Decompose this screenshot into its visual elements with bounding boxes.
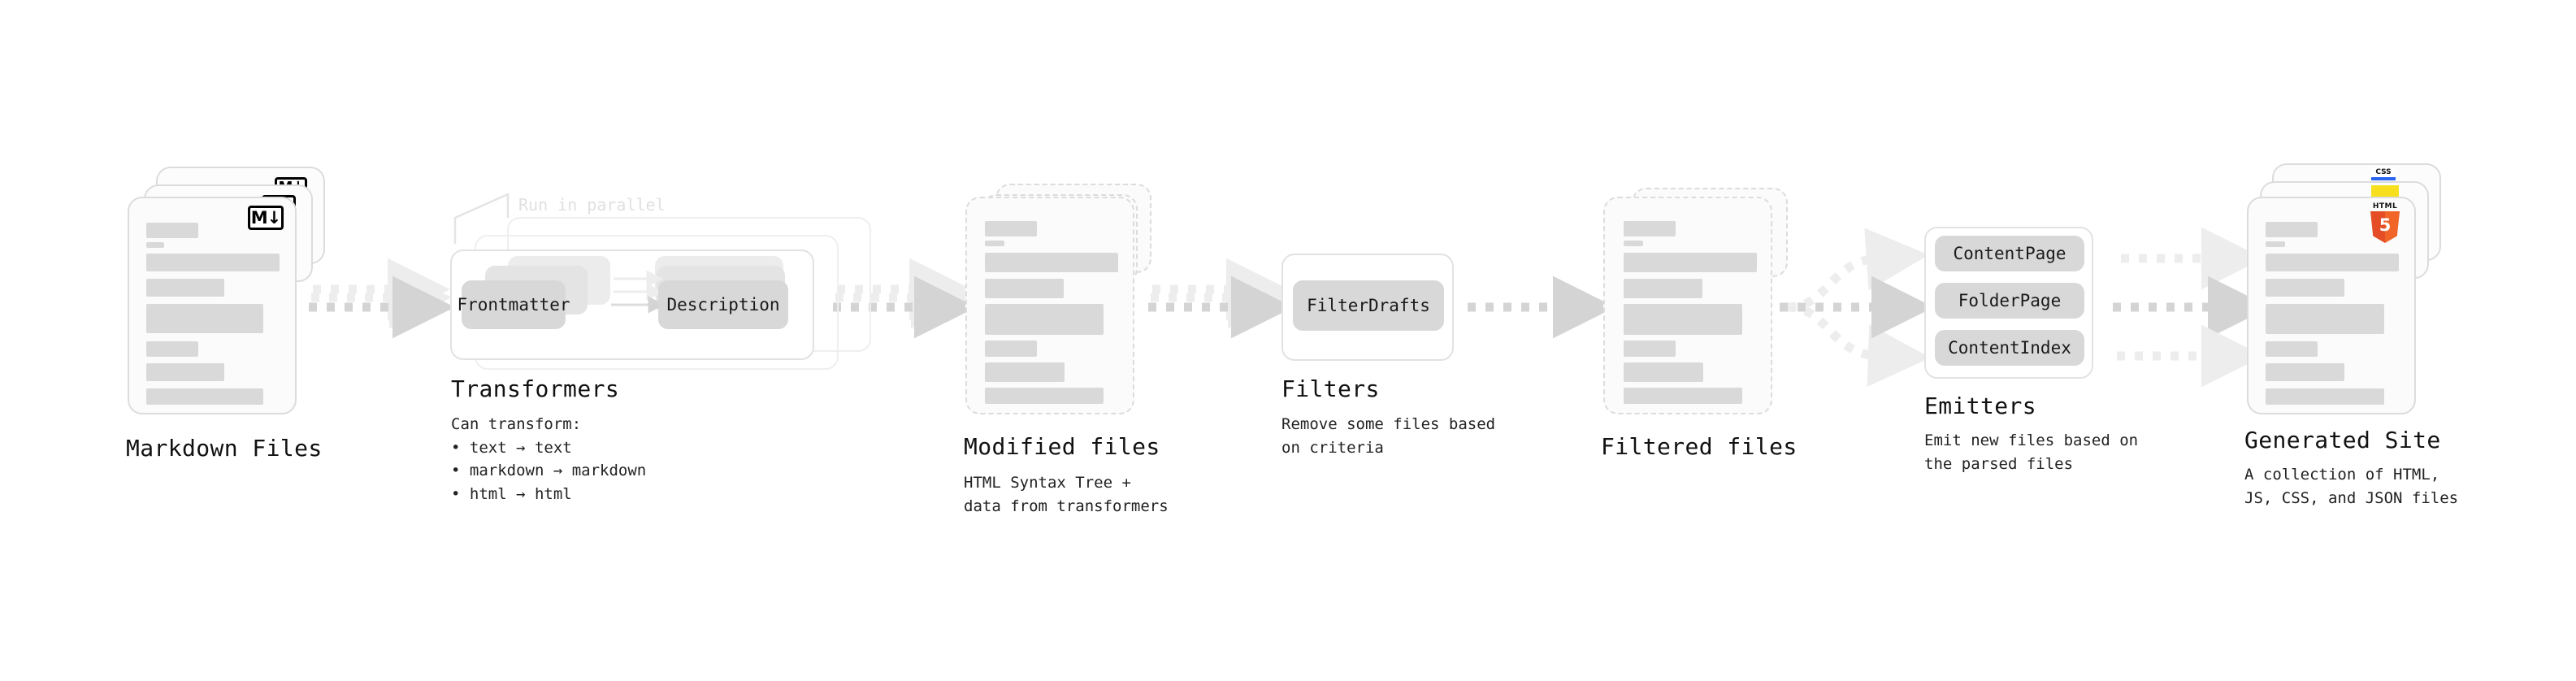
skeleton-line — [985, 241, 1004, 246]
transformers-subtitle: Can transform: • text → text • markdown … — [451, 415, 647, 503]
connector-emitters-to-site — [2113, 227, 2270, 388]
filters-subtitle: Remove some files based on criteria — [1281, 415, 1496, 457]
markdown-badge: M↓ — [248, 206, 284, 230]
skeleton-line — [985, 253, 1118, 272]
skeleton-line — [146, 279, 224, 297]
skeleton-line — [146, 304, 263, 333]
html5-badge: HTML 5 — [2369, 202, 2401, 243]
emitters-pill-contentindex[interactable]: ContentIndex — [1935, 330, 2084, 366]
skeleton-line — [2266, 388, 2384, 405]
skeleton-line — [2266, 363, 2344, 381]
run-in-parallel-label: Run in parallel — [518, 195, 666, 215]
filtered-files-title: Filtered files — [1601, 433, 1798, 460]
skeleton-line — [985, 304, 1104, 335]
skeleton-line — [985, 362, 1065, 382]
css-badge: CSS — [2371, 167, 2396, 180]
modified-files-subtitle: HTML Syntax Tree + data from transformer… — [964, 474, 1169, 515]
connector-modified-to-filters — [1148, 258, 1294, 339]
markdown-files-title: Markdown Files — [126, 435, 323, 462]
generated-site-title: Generated Site — [2244, 427, 2441, 453]
skeleton-line — [1624, 221, 1676, 236]
modified-files-title: Modified files — [964, 433, 1160, 460]
emitters-title: Emitters — [1924, 393, 2037, 419]
skeleton-line — [2266, 254, 2399, 271]
skeleton-line — [146, 223, 198, 238]
connector-filtered-to-emitters — [1780, 228, 1934, 388]
emitters-subtitle: Emit new files based on the parsed files — [1924, 432, 2139, 473]
skeleton-line — [1624, 279, 1702, 298]
html5-badge-word: HTML — [2372, 202, 2398, 210]
skeleton-line — [146, 363, 224, 381]
skeleton-line — [146, 242, 164, 248]
skeleton-line — [2266, 304, 2384, 334]
skeleton-line — [2266, 341, 2318, 357]
connector-markdown-to-transformers — [309, 258, 455, 339]
skeleton-line — [985, 340, 1037, 357]
skeleton-line — [2266, 222, 2318, 237]
skeleton-line — [146, 341, 198, 357]
emitters-pill-contentpage[interactable]: ContentPage — [1935, 236, 2084, 271]
transformer-pill-description[interactable]: Description — [658, 280, 788, 329]
skeleton-line — [1624, 340, 1676, 357]
skeleton-line — [1624, 388, 1742, 404]
filters-title: Filters — [1281, 375, 1380, 402]
skeleton-line — [985, 221, 1037, 236]
html5-shield-highlight — [2385, 211, 2400, 243]
generated-site-subtitle: A collection of HTML, JS, CSS, and JSON … — [2244, 466, 2459, 507]
html5-badge-number: 5 — [2379, 215, 2392, 235]
skeleton-line — [2266, 279, 2344, 297]
skeleton-line — [1624, 241, 1643, 246]
skeleton-line — [146, 388, 263, 405]
skeleton-line — [146, 254, 280, 271]
transformers-title: Transformers — [451, 375, 620, 402]
skeleton-line — [2266, 241, 2285, 247]
filters-pill-filterdrafts[interactable]: FilterDrafts — [1293, 280, 1444, 331]
skeleton-line — [1624, 253, 1757, 272]
html5-shield-icon: 5 — [2370, 211, 2400, 243]
skeleton-line — [985, 388, 1104, 404]
transformer-pill-frontmatter[interactable]: Frontmatter — [457, 280, 570, 329]
skeleton-line — [985, 279, 1064, 298]
emitters-pill-folderpage[interactable]: FolderPage — [1935, 283, 2084, 319]
skeleton-line — [1624, 304, 1742, 335]
skeleton-line — [1624, 362, 1703, 382]
